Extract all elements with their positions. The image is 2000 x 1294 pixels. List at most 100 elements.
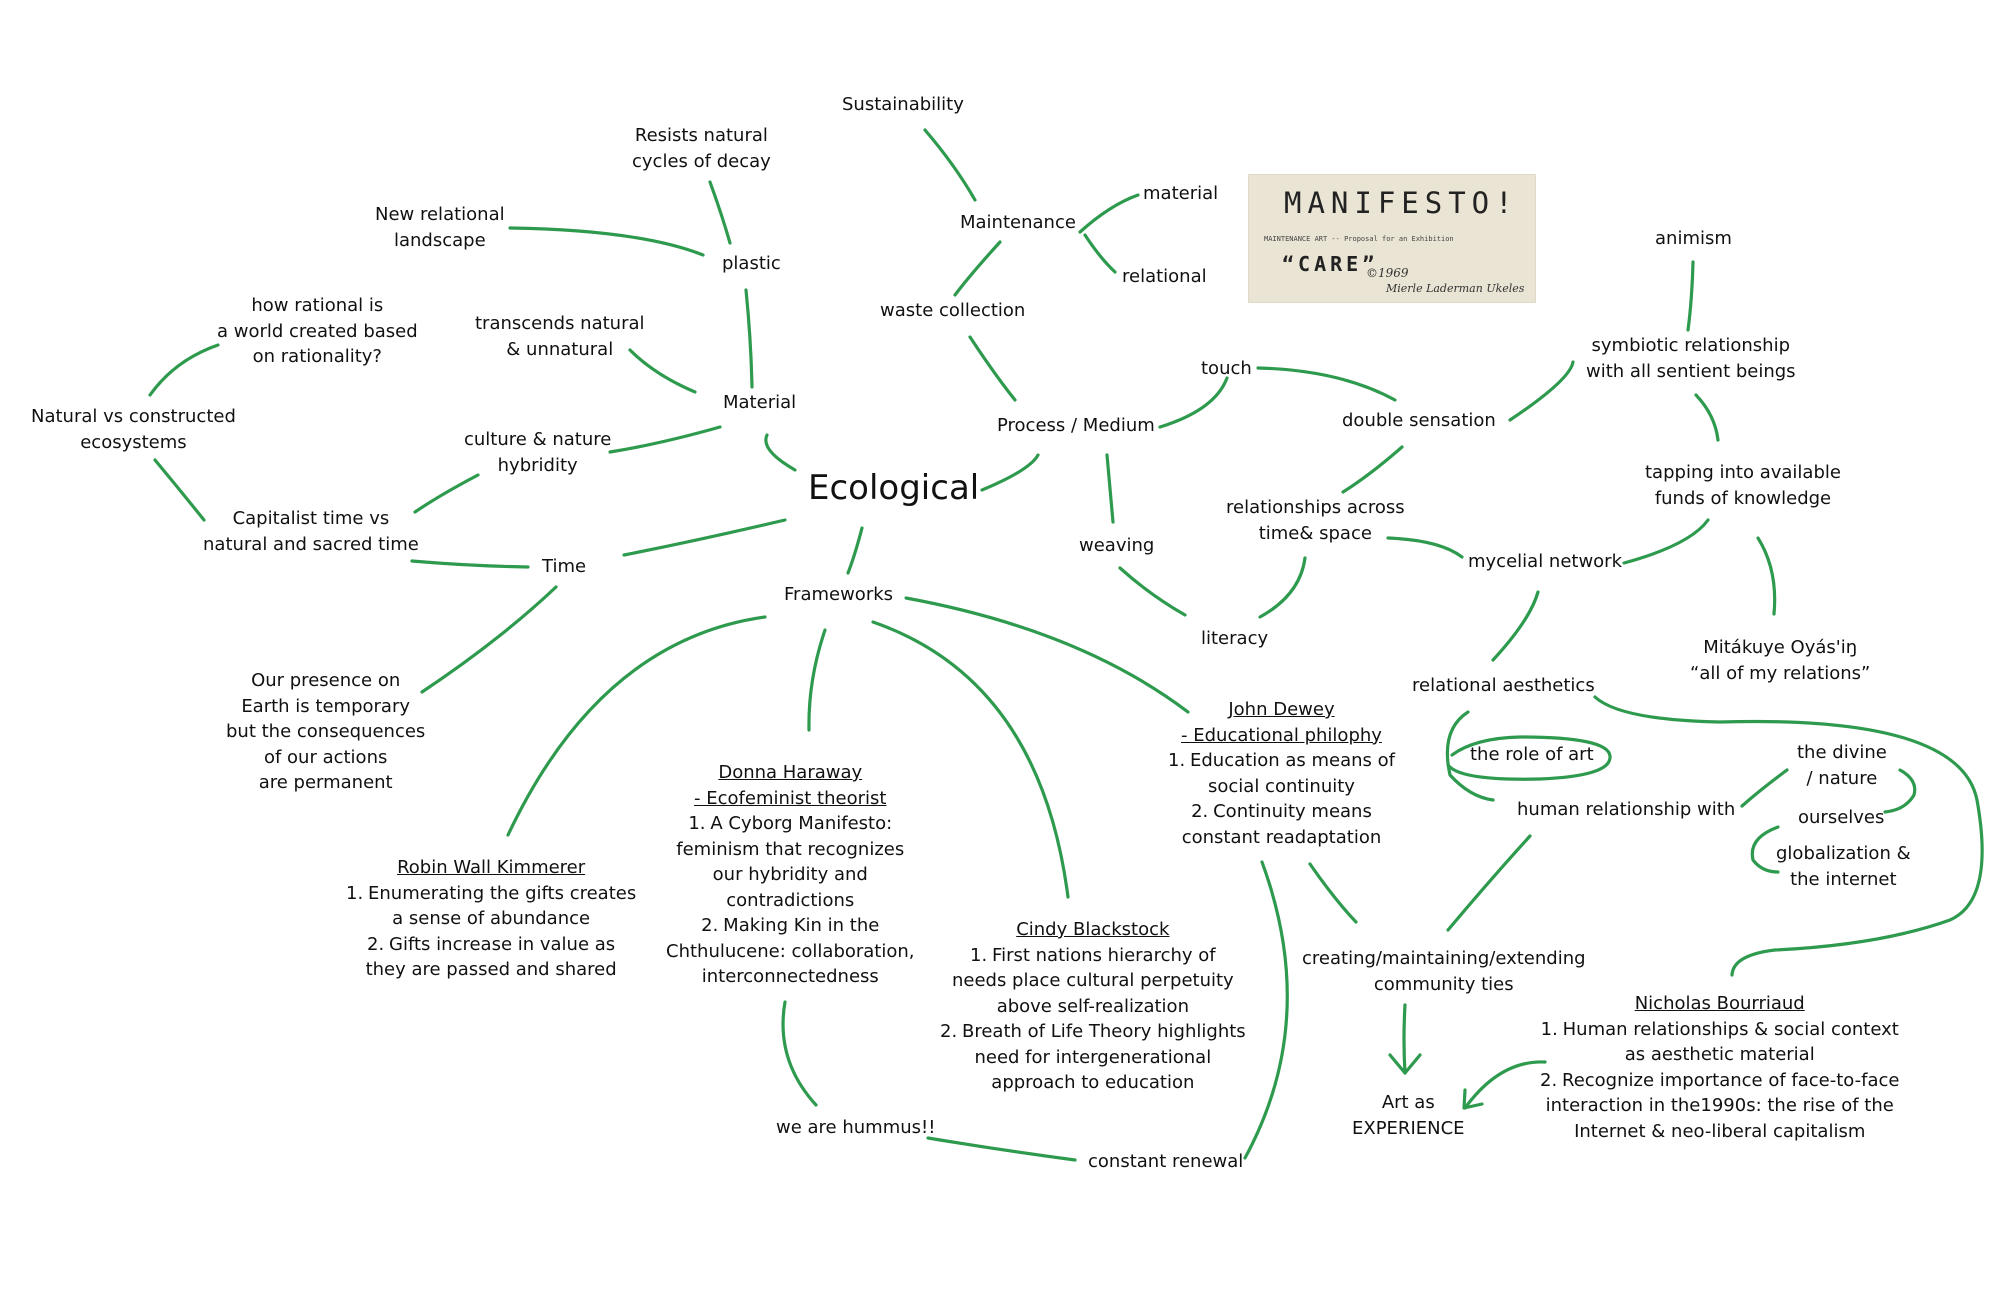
link-ecological-material [764,433,797,472]
link-frameworks-dewey [904,596,1190,714]
blackstock-item-2-cont-1: need for intergenerational [940,1045,1246,1071]
person-bourriaud: Nicholas Bourriaud 1.Human relationships… [1540,991,1899,1144]
kimmerer-item-2-line-2: they are passed and shared [365,959,617,980]
link-human-divine [1740,768,1789,808]
link-bourriaud-art [1463,1060,1547,1110]
kimmerer-item-1: 1.Enumerating the gifts creates [346,881,636,907]
node-double-sensation: double sensation [1342,410,1496,431]
bourriaud-item-2-cont-1: interaction in the1990s: the rise of the [1540,1093,1899,1119]
node-relationships-line-2: time& space [1258,522,1372,544]
node-symbiotic-relationship: symbiotic relationship with all sentient… [1586,333,1796,384]
node-symbiotic-line-1: symbiotic relationship [1591,335,1791,356]
node-literacy: literacy [1201,628,1269,649]
node-mycelial-network: mycelial network [1468,551,1623,572]
dewey-item-2-num: 2. [1191,801,1209,822]
haraway-role: - Ecofeminist theorist [694,787,887,809]
kimmerer-item-2-cont: they are passed and shared [346,957,636,983]
link-maintenance-material [1078,193,1140,234]
node-newrel-line-1: New relational [375,204,505,225]
kimmerer-item-2-line-1: Gifts increase in value as [389,933,616,955]
node-art-line-2: EXPERIENCE [1352,1117,1465,1139]
node-maintenance: Maintenance [960,212,1076,233]
haraway-item-1-num: 1. [688,813,706,834]
link-bourriaud-art-arrowhead [1462,1088,1484,1110]
link-dewey-creating [1308,862,1358,924]
bourriaud-list: 1.Human relationships & social context a… [1540,1017,1899,1145]
node-maintenance-relational: relational [1122,266,1207,287]
person-dewey: John Dewey - Educational philophy 1.Educ… [1168,697,1395,850]
link-touch-double [1256,366,1397,402]
kimmerer-item-1-line-1: Enumerating the gifts creates [368,882,637,904]
haraway-item-2-cont-2: interconnectedness [666,964,915,990]
node-time: Time [542,556,587,577]
blackstock-item-2-cont-2: approach to education [940,1070,1246,1096]
haraway-item-1-line-3: our hybridity and [712,864,868,885]
blackstock-item-2: 2.Breath of Life Theory highlights [940,1019,1246,1045]
person-kimmerer: Robin Wall Kimmerer 1.Enumerating the gi… [346,855,636,983]
link-creating-art [1402,1003,1407,1075]
haraway-item-2-num: 2. [701,915,719,936]
haraway-item-2-line-1: Making Kin in the [723,915,880,936]
node-presence-line-3: but the consequences [226,721,426,742]
link-ecological-process [980,453,1040,492]
link-sustainability-maintenance [923,128,977,202]
node-culture-line-2: hybridity [497,454,578,476]
node-symbiotic-line-2: with all sentient beings [1586,360,1796,382]
blackstock-item-1-cont-1: needs place cultural perpetuity [940,968,1246,994]
kimmerer-name: Robin Wall Kimmerer [397,857,586,878]
node-natural-vs-constructed: Natural vs constructed ecosystems [31,404,236,455]
link-divine-ourselves-loop [1883,768,1917,814]
link-time-capitalist [410,559,530,569]
blackstock-item-1-num: 1. [970,944,988,966]
node-mitakuye-line-1: Mitákuye Oyás'iŋ [1703,637,1858,658]
dewey-name: John Dewey [1228,699,1335,720]
blackstock-list: 1.First nations hierarchy of needs place… [940,943,1246,1096]
manifesto-subtitle: MAINTENANCE ART -- Proposal for an Exhib… [1264,235,1454,243]
blackstock-item-2-line-1: Breath of Life Theory highlights [962,1021,1246,1042]
node-relationships-across: relationships across time& space [1226,495,1405,546]
node-capitalist-line-2: natural and sacred time [203,533,419,555]
link-material-culture [608,425,722,454]
link-double-symbiotic [1508,360,1575,422]
bourriaud-item-2-num: 2. [1540,1069,1558,1091]
node-natural-line-1: Natural vs constructed [31,406,236,427]
node-we-are-hummus: we are hummus!! [776,1117,936,1138]
link-material-transcends [628,348,697,394]
link-material-plastic [744,288,754,389]
blackstock-item-2-line-2: need for intergenerational [974,1046,1212,1068]
node-how-rational: how rational is a world created based on… [217,293,418,370]
node-globalization: globalization & the internet [1776,841,1911,892]
link-mycelial-relational-aesthetics [1491,590,1540,662]
link-symbiotic-tapping [1694,393,1720,442]
link-maintenance-relational [1083,233,1117,274]
kimmerer-item-1-num: 1. [346,882,364,904]
node-maintenance-material: material [1143,183,1219,204]
link-frameworks-haraway [807,628,827,732]
haraway-item-1-line-2: feminism that recognizes [676,838,905,860]
haraway-item-1-cont-2: our hybridity and [666,862,915,888]
node-tapping-knowledge: tapping into available funds of knowledg… [1645,460,1841,511]
link-plastic-newrel [508,226,705,257]
haraway-item-2-line-3: interconnectedness [701,966,879,987]
dewey-role: - Educational philophy [1181,724,1382,746]
central-node-ecological: Ecological [808,468,980,508]
link-relationships-mycelial [1386,536,1464,559]
haraway-item-1-cont-1: feminism that recognizes [666,837,915,863]
manifesto-year: ©1969 [1366,266,1409,280]
link-frameworks-blackstock [871,620,1070,899]
kimmerer-item-2-num: 2. [367,933,385,955]
node-mitakuye-oyasin: Mitákuye Oyás'iŋ “all of my relations” [1690,635,1870,686]
node-presence-line-1: Our presence on [251,670,401,691]
bourriaud-item-2: 2.Recognize importance of face-to-face [1540,1068,1899,1094]
bourriaud-item-1-line-1: Human relationships & social context [1562,1018,1899,1040]
link-frameworks-kimmerer [506,615,767,837]
link-hummus-renewal [926,1136,1077,1162]
node-tapping-line-2: funds of knowledge [1654,487,1832,509]
link-relational-aesthetics-bourriaud [1593,695,1984,977]
blackstock-item-1-cont-2: above self-realization [940,994,1246,1020]
haraway-item-1-line-4: contradictions [726,889,855,911]
haraway-item-2: 2.Making Kin in the [666,913,915,939]
link-natural-howrational [148,343,220,397]
haraway-item-2-line-2: Chthulucene: collaboration, [666,940,915,962]
link-plastic-resists [708,180,732,245]
